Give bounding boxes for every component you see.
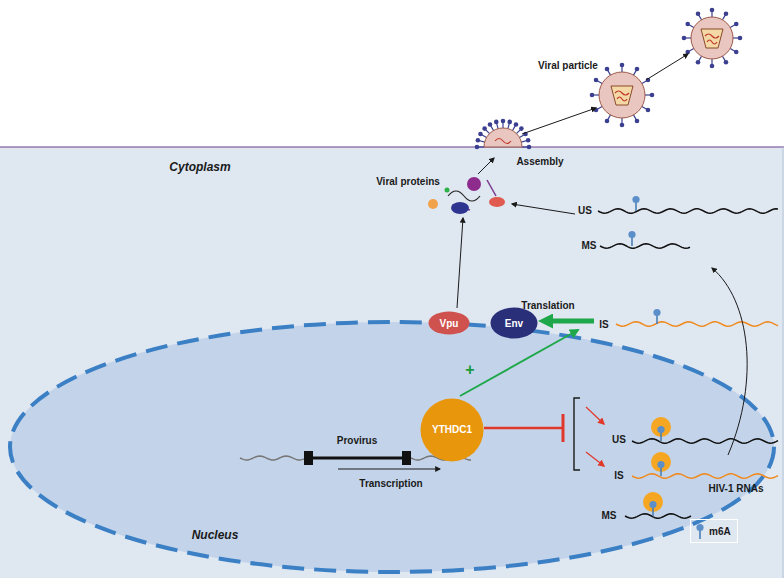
virion — [590, 63, 655, 128]
legend-sample — [695, 523, 705, 539]
protein-ellipse: Vpu — [428, 311, 470, 335]
rna-strand — [240, 456, 304, 460]
node-text: Env — [505, 318, 523, 329]
annotation: Assembly — [516, 156, 563, 168]
annotation: + — [465, 361, 474, 379]
virion — [682, 8, 743, 69]
annotation: Translation — [521, 300, 574, 312]
provirus — [304, 451, 440, 469]
annotation: US — [578, 205, 592, 217]
rna-strand — [598, 209, 778, 213]
activation-arrow — [460, 330, 578, 396]
flow-arrows — [457, 54, 747, 455]
reader-protein: YTHDC1 — [420, 398, 484, 462]
rna-strand — [616, 322, 778, 326]
node-fill — [420, 398, 483, 461]
annotation: Viral particle — [538, 60, 598, 72]
compartment-label: Cytoplasm — [169, 161, 230, 175]
annotation: Provirus — [337, 435, 378, 447]
rna-strand — [632, 439, 778, 443]
ythdc1-readers — [643, 417, 671, 512]
node-text: YTHDC1 — [432, 424, 472, 435]
viral-particles — [475, 8, 743, 150]
node-fill — [429, 312, 470, 335]
inhibition — [484, 398, 604, 470]
annotation: MS — [602, 510, 617, 522]
annotation: IS — [599, 319, 608, 331]
membrane — [0, 146, 784, 147]
legend-text: m6A — [709, 526, 731, 537]
cytoplasm — [0, 147, 784, 578]
m6a-pins — [628, 196, 664, 516]
rna-strand — [625, 514, 691, 518]
annotation: HIV-1 RNAs — [708, 483, 763, 495]
annotation: MS — [582, 240, 597, 252]
node-fill — [491, 308, 538, 339]
compartment-label: Nucleus — [192, 529, 239, 543]
annotation: Transcription — [359, 478, 422, 490]
rna-strand — [600, 244, 690, 248]
border — [783, 147, 784, 578]
annotation: Viral proteins — [376, 176, 440, 188]
nucleus — [10, 322, 774, 572]
translation-arrow — [544, 319, 594, 324]
annotation: IS — [614, 470, 623, 482]
rna-strand — [632, 474, 778, 478]
protein-ellipse: Env — [490, 307, 538, 339]
rna-strands — [240, 209, 778, 518]
legend-box: m6A — [690, 519, 738, 543]
annotation: US — [612, 434, 626, 446]
node-text: Vpu — [440, 318, 459, 329]
